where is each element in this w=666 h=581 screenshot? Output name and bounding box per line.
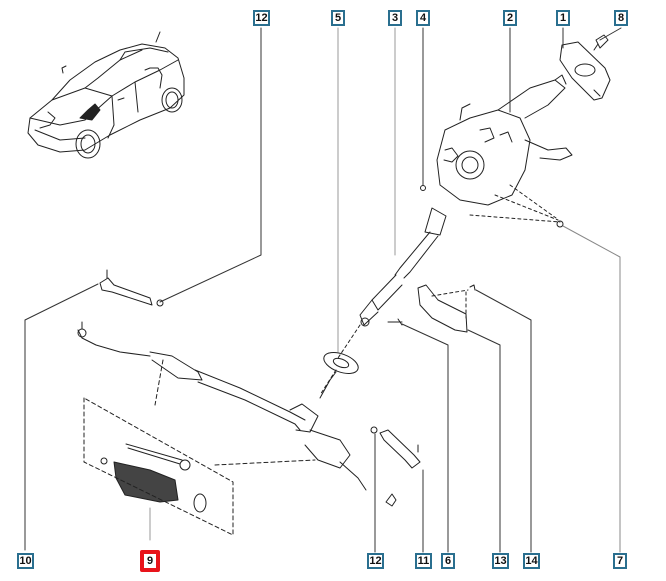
bolt-part-6-icon [387, 318, 403, 326]
callout-3[interactable]: 3 [388, 10, 402, 26]
callout-7[interactable]: 7 [613, 553, 627, 569]
nut-part-7-icon [556, 220, 564, 228]
callout-10[interactable]: 10 [17, 553, 34, 569]
heat-shield-icon [417, 284, 476, 333]
fastener-dashed-lines [469, 184, 561, 223]
bracket-part-1-icon [559, 41, 611, 101]
steering-column-icon [436, 74, 573, 206]
intermediate-shaft-icon [359, 207, 447, 327]
shield-dashed-lines [431, 289, 469, 319]
callout-11[interactable]: 11 [415, 553, 432, 569]
rack-boot-kit-icon [100, 443, 207, 513]
steering-rack-icon [77, 321, 397, 507]
vehicle-locator-icon [27, 31, 185, 159]
callout-13[interactable]: 13 [492, 553, 509, 569]
callout-9-selected[interactable]: 9 [140, 550, 160, 572]
tie-rod-end-icon [99, 269, 153, 306]
callout-1[interactable]: 1 [556, 10, 570, 26]
callout-14[interactable]: 14 [523, 553, 540, 569]
leader-lines [24, 27, 622, 553]
nut-part-12b-icon [370, 426, 378, 434]
kit-link-dashed-line-2 [214, 459, 316, 466]
screw-part-8-icon [593, 34, 609, 51]
callout-2[interactable]: 2 [503, 10, 517, 26]
callout-4[interactable]: 4 [416, 10, 430, 26]
callout-5[interactable]: 5 [331, 10, 345, 26]
dust-seal-icon [323, 352, 359, 374]
callout-12[interactable]: 12 [253, 10, 270, 26]
shaft-axis-dashed-line [319, 324, 361, 396]
tie-rod-end-right-icon [379, 429, 421, 469]
callout-6[interactable]: 6 [441, 553, 455, 569]
callout-8[interactable]: 8 [614, 10, 628, 26]
nut-part-12-icon [156, 299, 164, 307]
screw-part-4-icon [420, 185, 426, 191]
kit-link-dashed-line [154, 359, 164, 406]
callout-12-bottom[interactable]: 12 [367, 553, 384, 569]
kit-dashed-outline [83, 397, 234, 536]
